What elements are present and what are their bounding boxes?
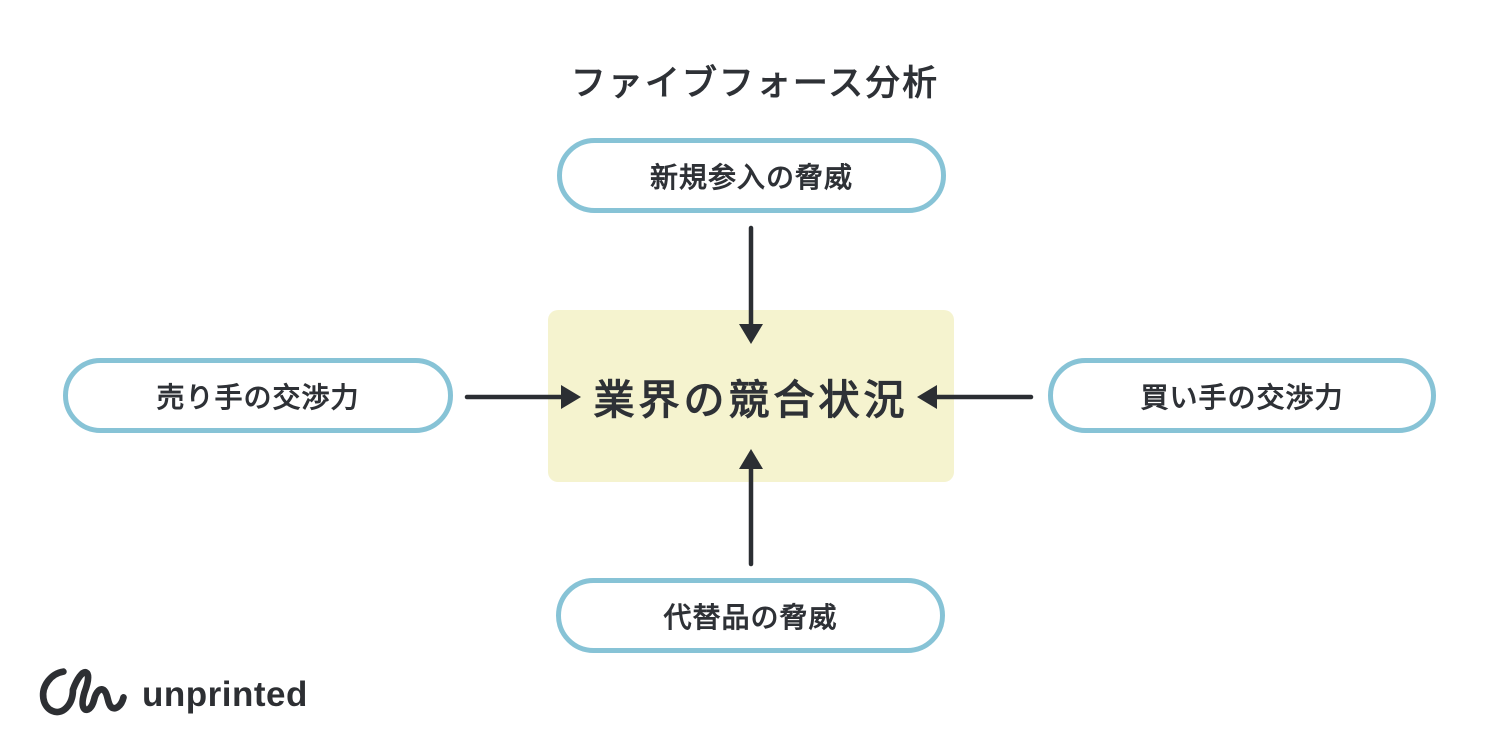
node-substitutes: 代替品の脅威 xyxy=(556,578,945,653)
node-new-entrants-label: 新規参入の脅威 xyxy=(649,161,853,193)
node-industry-rivalry-label: 業界の競合状況 xyxy=(593,377,909,423)
diagram-title: ファイブフォース分析 xyxy=(570,64,940,103)
node-supplier-power-label: 売り手の交渉力 xyxy=(156,381,360,413)
node-substitutes-label: 代替品の脅威 xyxy=(663,601,838,633)
unprinted-logo-text: unprinted xyxy=(142,675,308,714)
node-new-entrants: 新規参入の脅威 xyxy=(557,138,946,213)
unprinted-logo: unprinted xyxy=(36,664,308,726)
unprinted-squiggle-icon xyxy=(39,668,127,716)
node-industry-rivalry: 業界の競合状況 xyxy=(548,310,954,482)
node-supplier-power: 売り手の交渉力 xyxy=(63,358,453,433)
node-buyer-power-label: 買い手の交渉力 xyxy=(1140,381,1344,413)
node-buyer-power: 買い手の交渉力 xyxy=(1048,358,1436,433)
